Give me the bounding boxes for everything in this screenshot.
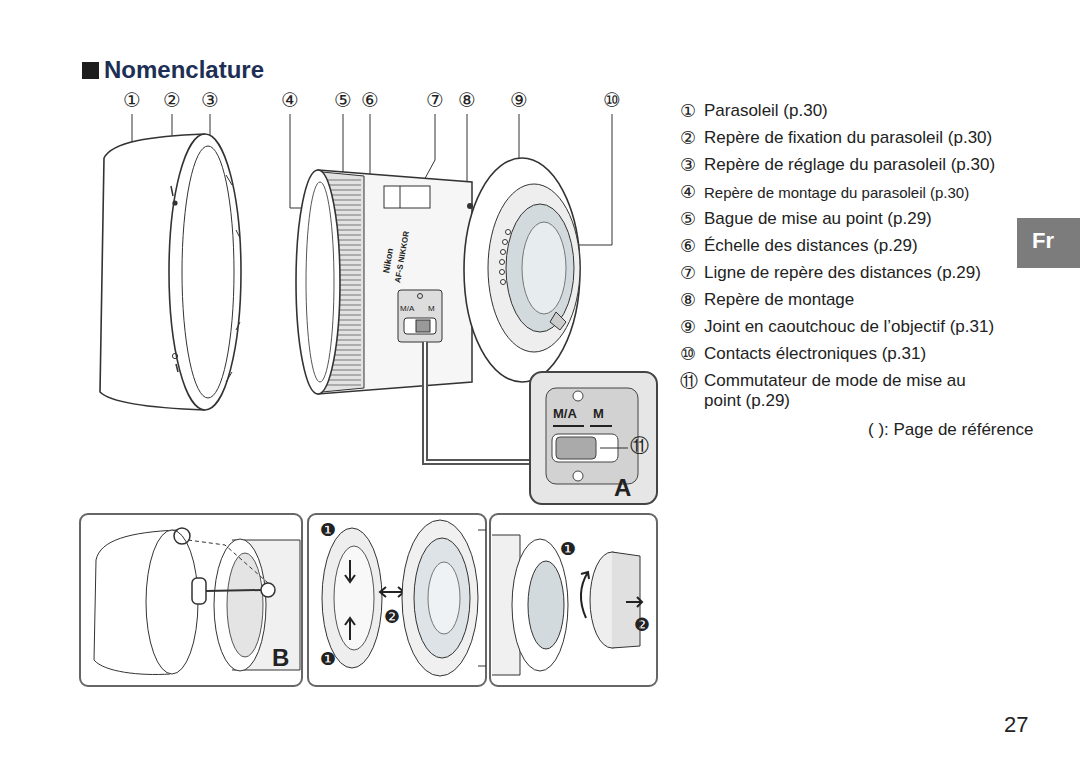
part-name: Repère de réglage du parasoleil (p.30): [704, 155, 995, 175]
part-name: Repère de montage: [704, 290, 854, 310]
focus-ring-rib: [326, 185, 361, 186]
node-text: ❶: [560, 538, 576, 560]
node-text: ❷: [634, 614, 650, 636]
callout-number: ④: [281, 88, 299, 112]
callout-number: ②: [163, 88, 181, 112]
part-name: Contacts électroniques (p.31): [704, 344, 926, 364]
focus-ring-rib: [326, 380, 361, 381]
switch-label: M/A: [400, 304, 414, 314]
node-text: A: [614, 474, 631, 503]
part-name: Ligne de repère des distances (p.29): [704, 263, 981, 283]
caps-panel: ❶ ❷ ❶: [308, 514, 486, 686]
node-text: ⑪: [630, 434, 649, 457]
rear-cap-panel: ❶❷: [490, 514, 657, 686]
focus-ring-rib: [326, 375, 361, 376]
callout-number: ⑩: [603, 88, 621, 112]
node-text: M: [593, 406, 604, 422]
callout-number: ⑧: [458, 88, 476, 112]
node-text: ❶: [320, 648, 336, 670]
callout-number: ⑦: [426, 88, 444, 112]
title-square: [82, 62, 99, 79]
focus-ring-rib: [326, 385, 361, 386]
callout-number: ⑤: [680, 208, 696, 230]
part-name: Repère de fixation du parasoleil (p.30): [704, 128, 992, 148]
switch-inset: M/A M ⑪ A: [530, 372, 657, 504]
callout-number: ①: [680, 100, 696, 122]
node-text: M/A: [553, 406, 577, 422]
callout-number: ⑥: [680, 235, 696, 257]
part-name: Repère de montage du parasoleil (p.30): [704, 184, 969, 202]
part-name: Bague de mise au point (p.29): [704, 209, 932, 229]
callout-number: ⑥: [361, 88, 379, 112]
callout-number: ⑤: [334, 88, 352, 112]
focus-ring-rib: [326, 180, 361, 181]
node-text: Fr: [1032, 228, 1054, 254]
callout-number: ③: [680, 154, 696, 176]
node-text: B: [272, 644, 289, 673]
node-text: ❶: [320, 519, 336, 541]
reference-note: ( ): Page de référence: [868, 420, 1033, 440]
callout-number: ①: [123, 88, 141, 112]
switch-label: M: [428, 304, 435, 314]
callout-number: ②: [680, 127, 696, 149]
hood-panel: B: [80, 514, 302, 686]
callout-number: ⑧: [680, 289, 696, 311]
callout-number: ⑦: [680, 262, 696, 284]
callout-number: ⑨: [680, 316, 696, 338]
part-name: Joint en caoutchouc de l’objectif (p.31): [704, 317, 994, 337]
part-name: Parasoleil (p.30): [704, 101, 828, 121]
part-name: Échelle des distances (p.29): [704, 236, 918, 256]
callout-number: ⑪: [680, 370, 698, 392]
node-text: ❷: [384, 606, 400, 628]
callout-number: ⑩: [680, 343, 696, 365]
title: Nomenclature: [104, 56, 264, 85]
page-number: 27: [1004, 712, 1028, 738]
part-name: Commutateur de mode de mise au point (p.…: [704, 371, 989, 412]
callout-number: ④: [680, 181, 696, 203]
language-tab: Fr: [1017, 218, 1080, 268]
callout-number: ③: [201, 88, 219, 112]
callout-number: ⑨: [510, 88, 528, 112]
